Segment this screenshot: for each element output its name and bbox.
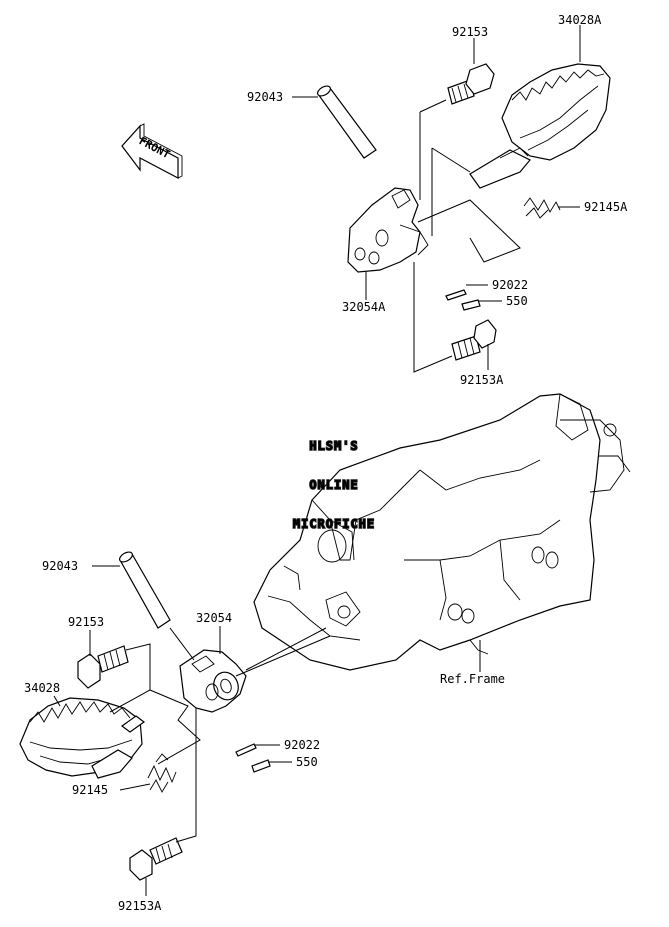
bolt-92153A-top	[451, 319, 497, 361]
bracket-32054	[179, 649, 247, 713]
label-34028A-top: 34028A	[558, 13, 602, 27]
washer-550-bottom	[251, 759, 271, 773]
label-92153A-top: 92153A	[460, 373, 504, 387]
watermark: HLSM'S ONLINE MICROFICHE	[292, 438, 375, 532]
pin-92043-bottom	[119, 551, 171, 629]
top-guide-lines	[413, 99, 521, 373]
label-92145-bottom: 92145	[72, 783, 108, 797]
label-ref-frame: Ref.Frame	[440, 672, 505, 686]
label-92145A-top: 92145A	[584, 200, 628, 214]
bottom-leaders	[53, 565, 481, 896]
label-92022-bottom: 92022	[284, 738, 320, 752]
top-leaders	[292, 25, 581, 370]
watermark-line-2: ONLINE	[309, 478, 358, 492]
cotter-pin-92022-top	[445, 289, 467, 301]
spring-92145A	[523, 197, 561, 219]
bottom-guide-lines	[109, 627, 331, 843]
bolt-92153A-bottom	[129, 837, 183, 881]
label-92043-bottom: 92043	[42, 559, 78, 573]
footpeg-34028A	[469, 63, 611, 189]
label-92153-top: 92153	[452, 25, 488, 39]
label-92153-bottom: 92153	[68, 615, 104, 629]
label-34028-bottom: 34028	[24, 681, 60, 695]
spring-92145	[147, 753, 177, 793]
cotter-pin-92022-bottom	[235, 743, 257, 757]
bolt-92153-top	[447, 63, 495, 105]
label-550-bottom: 550	[296, 755, 318, 769]
bolt-92153-bottom	[77, 645, 129, 689]
label-92022-top: 92022	[492, 278, 528, 292]
label-92153A-bottom: 92153A	[118, 899, 162, 913]
watermark-line-3: MICROFICHE	[293, 517, 375, 531]
label-32054A-top: 32054A	[342, 300, 386, 314]
washer-550-top	[461, 299, 481, 311]
label-550-top: 550	[506, 294, 528, 308]
bracket-32054A	[347, 187, 429, 273]
front-arrow-icon: FRONT	[121, 123, 183, 179]
pin-92043-top	[317, 85, 377, 159]
footpeg-34028	[19, 697, 146, 779]
watermark-line-1: HLSM'S	[309, 439, 358, 453]
label-32054-bottom: 32054	[196, 611, 232, 625]
frame-ref	[253, 393, 631, 671]
label-92043-top: 92043	[247, 90, 283, 104]
